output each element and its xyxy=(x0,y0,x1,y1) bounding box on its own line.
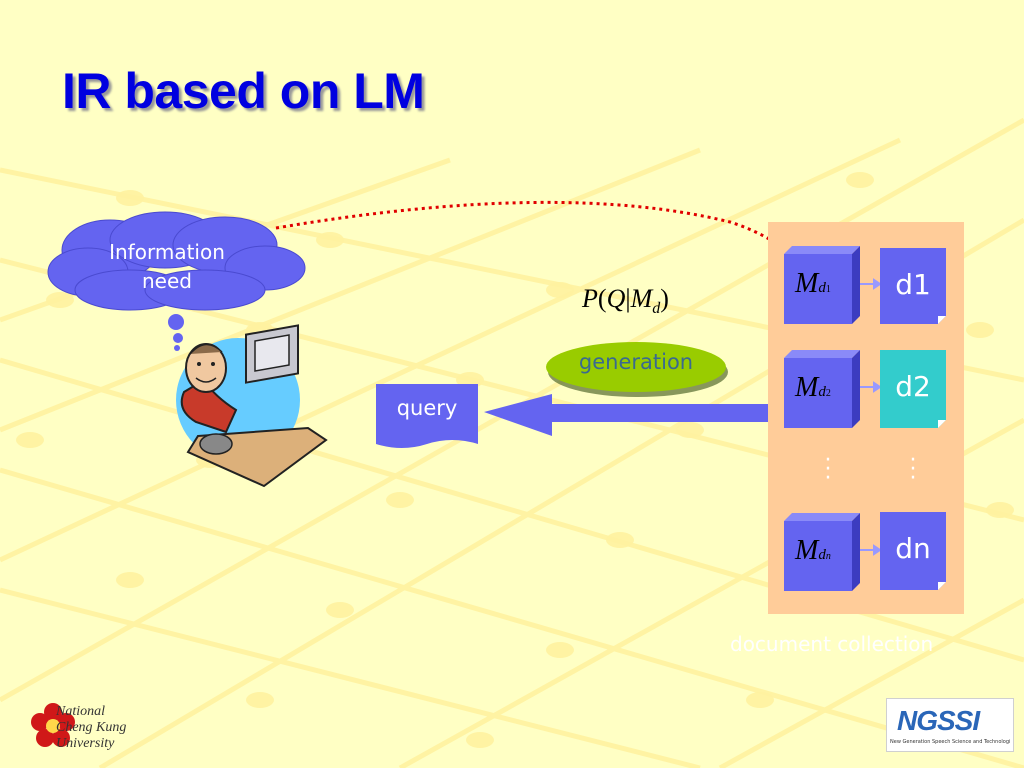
information-need-text: Information need xyxy=(62,238,272,296)
ncku-logo-text: National Cheng Kung University xyxy=(56,704,127,751)
formula-p: P xyxy=(582,284,598,313)
information-need-cloud xyxy=(47,211,306,311)
doc-box-2 xyxy=(880,350,946,428)
formula-sub: d xyxy=(652,300,661,318)
query-box xyxy=(376,384,478,448)
thinking-person-at-computer-icon xyxy=(176,324,328,488)
probability-formula: P(Q|Md) xyxy=(582,284,669,318)
document-collection-label: document collection xyxy=(730,632,934,656)
ngssi-logo-subtitle: New Generation Speech Science and Techno… xyxy=(890,739,1010,745)
thought-bubbles xyxy=(168,314,184,351)
ellipsis-docs: ··· xyxy=(909,448,917,491)
slide-title: IR based on LM xyxy=(62,63,425,119)
generation-pill xyxy=(546,342,728,397)
model-box-1 xyxy=(784,246,860,324)
information-need-line2: need xyxy=(142,269,192,293)
ellipsis-models: ··· xyxy=(824,448,832,491)
information-need-line1: Information xyxy=(109,240,225,264)
query-label: query xyxy=(396,396,458,420)
model-label-3: Mdn xyxy=(795,535,831,566)
model-label-2: Md2 xyxy=(795,372,831,403)
collection-shapes xyxy=(784,246,946,591)
query-arrow xyxy=(484,394,768,436)
formula-m: M xyxy=(630,284,653,313)
ngssi-logo-name: NGSSI xyxy=(897,705,980,736)
model-box-3 xyxy=(784,513,860,591)
formula-bar: | xyxy=(625,284,631,313)
formula-q: Q xyxy=(606,284,626,313)
doc-box-3 xyxy=(880,512,946,590)
generation-label: generation xyxy=(578,350,694,374)
doc-box-1 xyxy=(880,248,946,324)
model-box-2 xyxy=(784,350,860,428)
ngssi-logo: NGSSI New Generation Speech Science and … xyxy=(886,698,1014,752)
model-label-1: Md1 xyxy=(795,268,831,299)
ncku-flower-emblem-icon xyxy=(31,703,75,747)
